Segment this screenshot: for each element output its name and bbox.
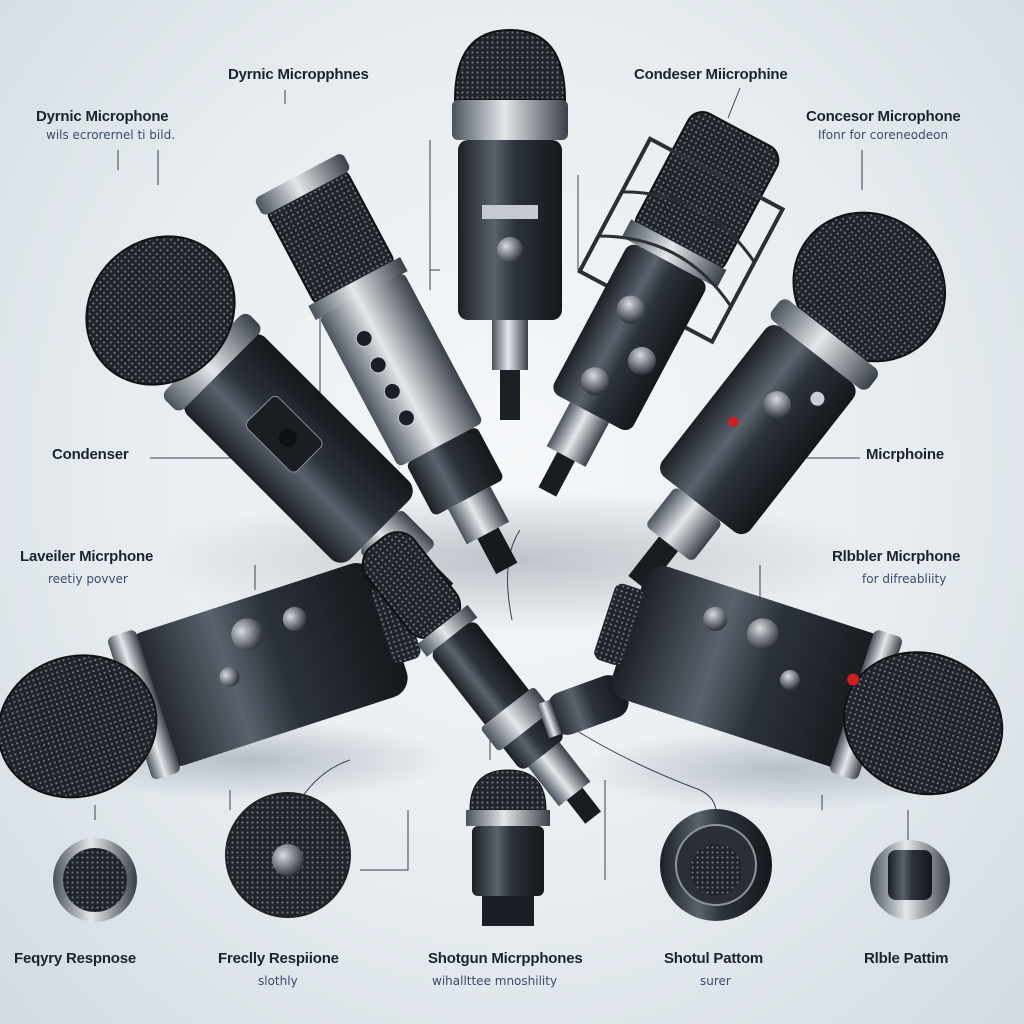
label-condenser-microphone-right: Concesor Microphone xyxy=(806,108,961,125)
lower-right-ribbon-microphone xyxy=(594,566,1004,796)
ribbon-capsule xyxy=(870,840,950,920)
label-shotgun-pattern: Shotul Pattom xyxy=(664,950,764,967)
label-shotgun-pattern-sub: surer xyxy=(700,974,731,988)
label-dynamic-microphone-sub: wils ecrorernel ti bild. xyxy=(46,128,176,142)
label-condenser: Condenser xyxy=(52,446,129,463)
label-lavalier-microphone-sub: reetiy povver xyxy=(48,572,128,586)
label-shotgun-microphones: Shotgun Micrpphones xyxy=(428,950,583,967)
center-shotgun-microphone xyxy=(361,531,602,824)
label-ribbon-microphone: Rlbbler Micrphone xyxy=(832,548,961,565)
label-condenser-microphone-right-sub: Ifonr for coreneodeon xyxy=(818,128,949,142)
label-lavalier-microphone: Laveiler Micrphone xyxy=(20,548,154,565)
lavalier-clip-microphone xyxy=(536,675,629,739)
leader-lines xyxy=(94,87,909,880)
condenser-shockmount-microphone xyxy=(538,111,786,497)
label-dynamic-microphones: Dyrnic Micropphnes xyxy=(228,66,369,83)
label-frequency-response-2-sub: slothly xyxy=(258,974,298,988)
label-ribbon-microphone-sub: for difreabliity xyxy=(862,572,947,586)
label-frequency-response-2: Freclly Respiione xyxy=(218,950,339,967)
label-dynamic-microphone: Dyrnic Microphone xyxy=(36,108,169,125)
label-microphone: Micrphoine xyxy=(866,446,945,463)
label-shotgun-microphones-sub: wihallttee mnoshility xyxy=(432,974,558,988)
pattern-dial xyxy=(660,809,772,921)
lower-left-condenser-microphone xyxy=(0,563,421,799)
studio-stick-microphone xyxy=(255,154,518,575)
lavalier-disc xyxy=(225,792,351,918)
label-condenser-microphone: Condeser Miicrophine xyxy=(634,66,788,83)
label-ribbon-pattern: Rlble Pattim xyxy=(864,950,949,967)
handheld-right-microphone xyxy=(628,211,947,591)
shotgun-head xyxy=(466,769,550,926)
dynamic-top-microphone xyxy=(452,28,568,420)
grille-capsule xyxy=(53,838,137,922)
label-frequency-response-1: Feqyry Respnose xyxy=(14,950,137,967)
